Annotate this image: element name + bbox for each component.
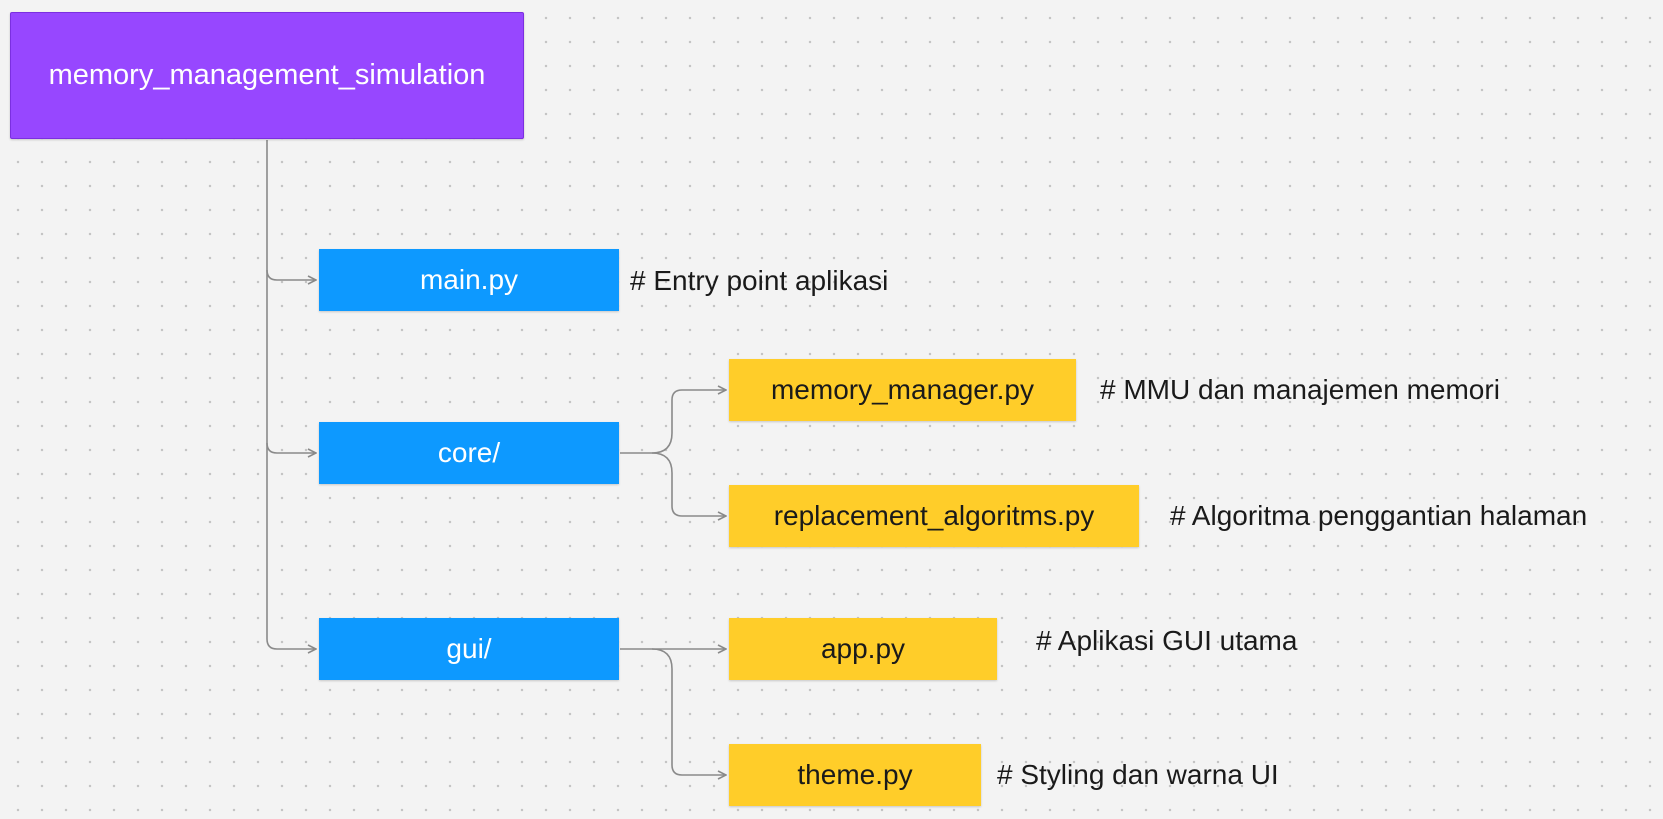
connector-gui-theme: [651, 648, 726, 775]
app-py-comment: # Aplikasi GUI utama: [1036, 625, 1298, 656]
main-py-node: main.py: [319, 249, 619, 311]
theme-py-label: theme.py: [797, 759, 913, 790]
main-py-label: main.py: [419, 264, 519, 295]
gui-folder-label: gui/: [446, 633, 492, 664]
connector-core-stem: [620, 389, 683, 454]
replacement-algorithms-node: replacement_algoritms.py: [729, 485, 1139, 547]
connector-root-gui: [266, 443, 316, 649]
root-folder-label: memory_management_simulation: [48, 59, 486, 91]
connector-root-main: [266, 140, 316, 280]
memory-manager-node: memory_manager.py: [729, 359, 1076, 421]
replacement-algorithms-comment: # Algoritma penggantian halaman: [1170, 500, 1588, 531]
app-py-label: app.py: [820, 633, 906, 664]
theme-py-node: theme.py: [729, 744, 981, 806]
gui-folder-node: gui/: [319, 618, 619, 680]
core-folder-label: core/: [437, 437, 501, 468]
core-folder-node: core/: [319, 422, 619, 484]
replacement-algorithms-label: replacement_algoritms.py: [773, 500, 1095, 531]
app-py-node: app.py: [729, 618, 997, 680]
memory-manager-comment: # MMU dan manajemen memori: [1100, 374, 1500, 405]
memory-manager-label: memory_manager.py: [770, 374, 1034, 405]
connector-root-core: [266, 270, 316, 453]
main-py-comment: # Entry point aplikasi: [630, 265, 889, 296]
connector-core-replacement: [651, 452, 726, 516]
root-folder-node: memory_management_simulation: [10, 12, 524, 139]
theme-py-comment: # Styling dan warna UI: [997, 759, 1279, 790]
